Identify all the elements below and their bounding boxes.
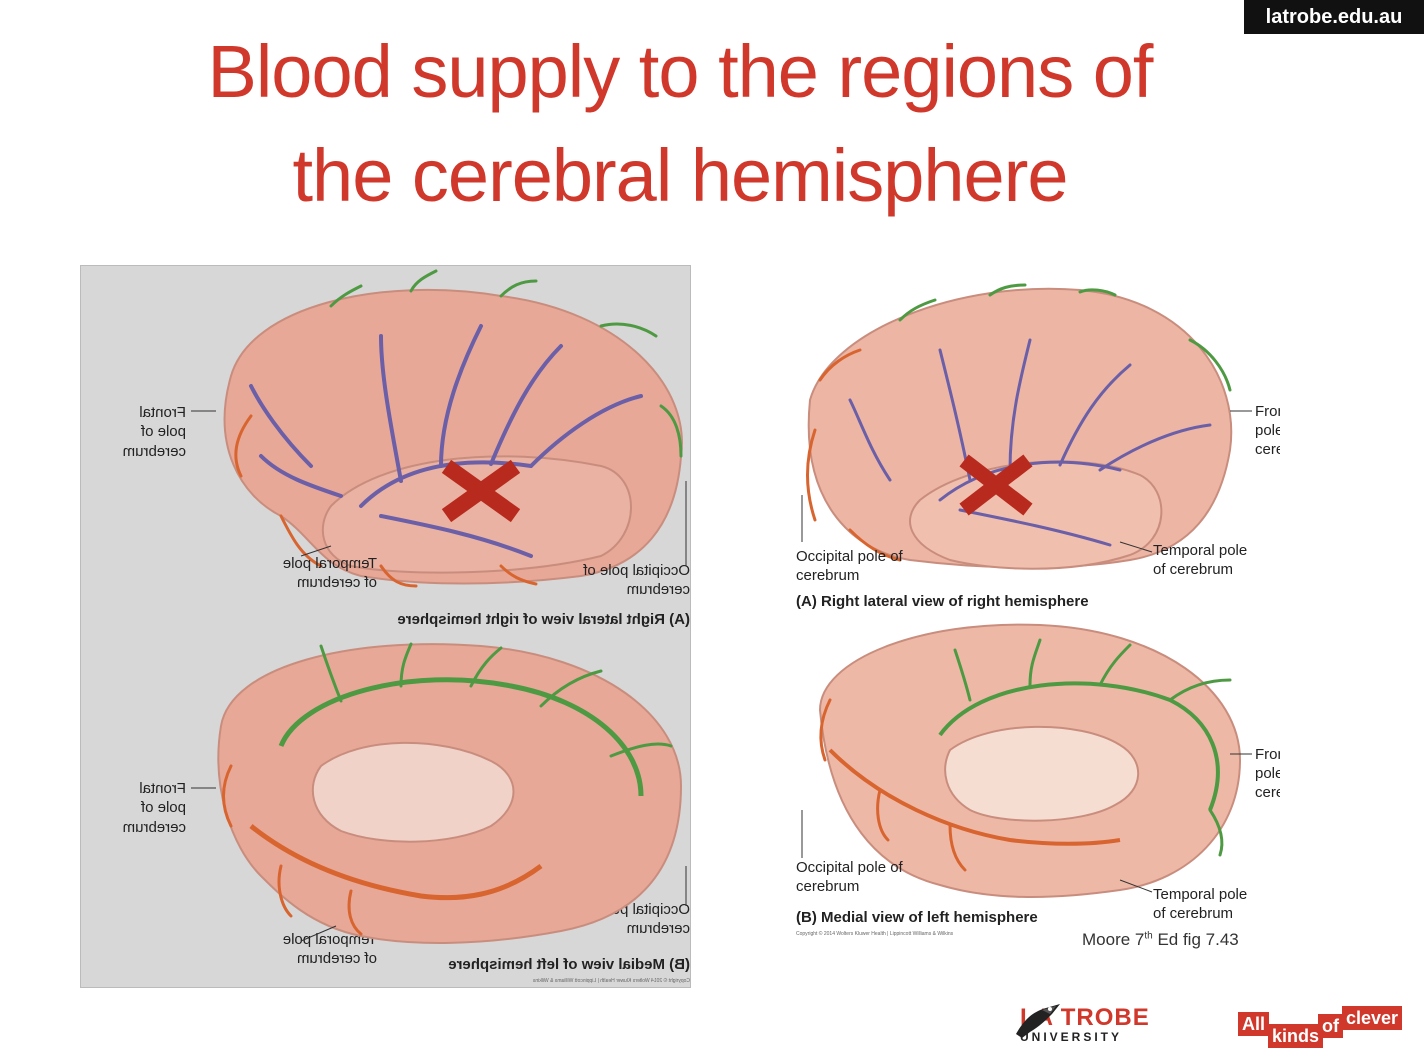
left-copyright: Copyright © 2014 Wolters Kluwer Health |…: [532, 977, 690, 984]
title-line-1: Blood supply to the regions of: [207, 30, 1154, 113]
figure-citation: Moore 7th Ed fig 7.43: [1082, 930, 1239, 950]
tagline-all-kinds-of-clever: All kinds of clever: [1238, 1004, 1404, 1050]
left-caption-a: (A) Right lateral view of right hemisphe…: [397, 611, 690, 628]
left-label-temporal-b-2: of cerebrum: [297, 950, 377, 967]
right-label-temporal-b-2: of cerebrum: [1153, 905, 1233, 922]
logo-wordmark: LA TROBE UNIVERSITY: [1020, 1006, 1150, 1045]
right-label-occipital-b-2: cerebrum: [796, 878, 859, 895]
latrobe-logo[interactable]: LA TROBE UNIVERSITY: [1012, 1000, 1212, 1050]
left-caption-b: (B) Medial view of left hemisphere: [448, 956, 690, 973]
right-copyright: Copyright © 2014 Wolters Kluwer Health |…: [796, 930, 954, 937]
right-caption-b: (B) Medial view of left hemisphere: [796, 909, 1038, 926]
left-label-occipital-a-2: cerebrum: [627, 581, 690, 598]
right-label-temporal-b-1: Temporal pole: [1153, 886, 1247, 903]
right-label-temporal-a-2: of cerebrum: [1153, 561, 1233, 578]
right-label-temporal-a-1: Temporal pole: [1153, 542, 1247, 559]
left-label-frontal-b: Frontal: [139, 780, 186, 797]
right-label-frontal-b-1: Frontal: [1255, 746, 1280, 763]
left-lateral-brain: [191, 269, 687, 588]
left-figure-panel: Frontal pole of cerebrum Temporal pole o…: [80, 265, 691, 988]
citation-pre: Moore 7: [1082, 930, 1145, 949]
right-label-frontal-a-1: Frontal: [1255, 403, 1280, 420]
tag-of: of: [1318, 1014, 1343, 1038]
right-figure-svg: Frontal pole of cerebrum Occipital pole …: [796, 283, 1280, 937]
right-label-frontal-b-2: pole of: [1255, 765, 1280, 782]
left-label-frontal-b-2: pole of: [140, 799, 186, 816]
right-label-frontal-a-2: pole of: [1255, 422, 1280, 439]
left-label-frontal-b-3: cerebrum: [123, 819, 186, 836]
left-mirrored-labels: Frontal pole of cerebrum Temporal pole o…: [123, 404, 690, 984]
right-caption-a: (A) Right lateral view of right hemisphe…: [796, 593, 1089, 610]
pelican-emblem-icon: [1016, 1004, 1060, 1038]
tag-all: All: [1238, 1012, 1270, 1036]
left-label-temporal-a: Temporal pole: [283, 555, 377, 572]
left-label-temporal-a-2: of cerebrum: [297, 574, 377, 591]
left-label-frontal-a-2: pole of: [140, 423, 186, 440]
right-label-occipital-a-2: cerebrum: [796, 567, 859, 584]
citation-sup: th: [1144, 930, 1153, 942]
right-figure-panel: Frontal pole of cerebrum Occipital pole …: [790, 280, 1280, 940]
left-medial-brain: [191, 642, 687, 944]
left-label-frontal-a-3: cerebrum: [123, 443, 186, 460]
citation-post: Ed fig 7.43: [1152, 930, 1239, 949]
left-label-frontal-a: Frontal: [139, 404, 186, 421]
left-label-occipital-b-2: cerebrum: [627, 920, 690, 937]
right-lateral-brain: [801, 283, 1252, 570]
title-line-2: the cerebral hemisphere: [292, 134, 1069, 217]
cross-mark-left: [441, 459, 521, 523]
url-badge[interactable]: latrobe.edu.au: [1244, 0, 1424, 34]
right-label-occipital-b-1: Occipital pole of: [796, 859, 904, 876]
slide-title: Blood supply to the regions of the cereb…: [120, 20, 1240, 228]
left-label-occipital-a: Occipital pole of: [582, 562, 690, 579]
cross-mark-right: [959, 454, 1033, 516]
right-label-frontal-a-3: cerebrum: [1255, 441, 1280, 458]
left-figure-svg: Frontal pole of cerebrum Temporal pole o…: [123, 269, 690, 984]
right-medial-brain: [801, 623, 1252, 898]
tag-kinds: kinds: [1268, 1024, 1324, 1048]
right-label-frontal-b-3: cerebrum: [1255, 784, 1280, 801]
logo-sub-text: UNIVERSITY: [1020, 1030, 1123, 1044]
tag-clever: clever: [1342, 1006, 1403, 1030]
right-label-occipital-a-1: Occipital pole of: [796, 548, 904, 565]
